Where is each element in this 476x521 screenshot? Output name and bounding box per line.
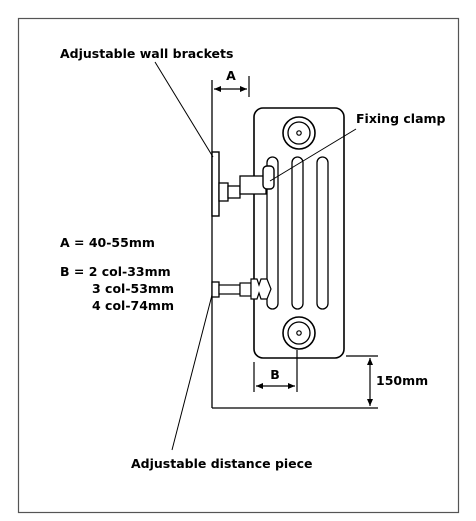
dimension-b-label: B [270, 367, 280, 382]
lower-distance-piece [211, 278, 272, 300]
radiator-column-3 [316, 156, 329, 310]
height-dimension-label: 150mm [376, 373, 428, 388]
dimension-specs: A = 40-55mm B = 2 col-33mm 3 col-53mm 4 … [60, 235, 174, 313]
fixing-clamp-label: Fixing clamp [356, 111, 446, 126]
spec-b-line-3: 4 col-74mm [92, 298, 174, 313]
distance-piece-label: Adjustable distance piece [131, 456, 313, 471]
fixing-clamp [262, 165, 275, 190]
radiator-column-1 [266, 156, 279, 310]
spec-a: A = 40-55mm [60, 235, 155, 250]
diagram-border [17, 17, 460, 514]
wall-brackets-label: Adjustable wall brackets [60, 46, 233, 61]
dimension-a: A [214, 68, 250, 97]
upper-wall-bracket [211, 151, 275, 217]
dimension-height: 150mm [346, 355, 428, 406]
spec-b-line-1: B = 2 col-33mm [60, 264, 171, 279]
dimension-b: B [253, 350, 298, 392]
spec-b-line-2: 3 col-53mm [92, 281, 174, 296]
wall-brackets-leader [154, 61, 214, 158]
dimension-a-label: A [226, 68, 236, 83]
radiator-top-bush [282, 116, 316, 150]
radiator-bottom-bush [282, 316, 316, 350]
radiator [253, 107, 345, 359]
distance-piece-leader [171, 294, 213, 451]
fixing-clamp-leader [269, 128, 357, 182]
radiator-column-2 [291, 156, 304, 310]
